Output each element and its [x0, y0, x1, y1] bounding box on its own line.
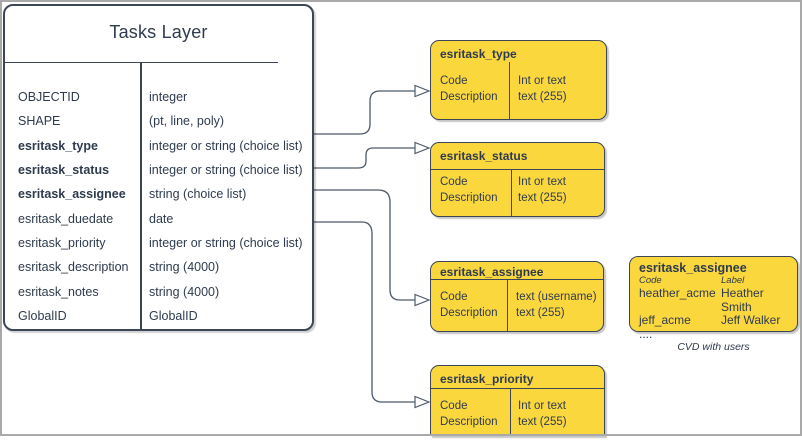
- choice-type-column: Int or text text (255): [518, 73, 567, 105]
- column-divider: [509, 62, 511, 119]
- choice-key-column: Code Description: [440, 174, 498, 206]
- cvd-cell-code: heather_acme: [639, 286, 716, 300]
- title-divider: [5, 62, 278, 63]
- arrowhead-status: [414, 141, 431, 155]
- connector-priority: [314, 221, 415, 403]
- choice-cell: Code: [440, 400, 468, 412]
- field-type: string (choice list): [149, 187, 247, 202]
- cvd-cell-label: [721, 328, 797, 342]
- choice-type-column: Int or text text (255): [518, 398, 567, 430]
- connector-status: [314, 147, 415, 169]
- choice-cell: text (255): [518, 192, 567, 204]
- choice-table-title: esritask_type: [440, 47, 517, 61]
- field-row: esritask_notes string (4000): [5, 279, 312, 303]
- column-divider: [510, 388, 512, 435]
- choice-table-esritask-priority[interactable]: esritask_priority Code Description Int o…: [430, 365, 605, 436]
- choice-cell: text (255): [518, 91, 567, 103]
- cvd-cell-label: Heather Smith: [721, 286, 764, 314]
- field-type: GlobalID: [149, 308, 198, 323]
- choice-key-column: Code Description: [440, 289, 498, 321]
- cvd-table-esritask-assignee[interactable]: esritask_assignee Code Label heather_acm…: [629, 256, 798, 340]
- field-type: integer or string (choice list): [149, 235, 303, 250]
- arrowhead-priority: [414, 395, 431, 409]
- tasks-layer-field-list: OBJECTID integer SHAPE (pt, line, poly) es…: [5, 85, 312, 328]
- field-name: GlobalID: [18, 308, 67, 323]
- choice-type-column: Int or text text (255): [518, 174, 567, 206]
- field-name: esritask_assignee: [18, 187, 126, 202]
- choice-cell: Int or text: [518, 400, 566, 412]
- field-row: GlobalID GlobalID: [5, 304, 312, 328]
- arrowhead-assignee: [414, 293, 431, 307]
- field-row: esritask_priority integer or string (choi…: [5, 231, 312, 255]
- choice-cell: text (username): [516, 291, 597, 303]
- field-type: integer or string (choice list): [149, 138, 303, 153]
- field-name: esritask_notes: [18, 284, 99, 299]
- canvas-border-right: [800, 0, 802, 436]
- cvd-cell-code: ....: [639, 326, 653, 341]
- title-divider: [431, 169, 604, 170]
- field-type: (pt, line, poly): [149, 114, 225, 129]
- field-name: esritask_duedate: [18, 211, 114, 226]
- title-divider: [431, 388, 604, 389]
- canvas-border-left: [0, 0, 2, 436]
- field-row: esritask_description string (4000): [5, 255, 312, 279]
- canvas-border-bottom: [0, 434, 802, 436]
- field-row: esritask_assignee string (choice list): [5, 182, 312, 206]
- field-name: esritask_priority: [18, 235, 106, 250]
- choice-table-title: esritask_status: [440, 149, 528, 163]
- field-row: esritask_type integer or string (choice l…: [5, 134, 312, 158]
- cvd-caption: CVD with users: [677, 341, 750, 353]
- choice-cell: text (255): [518, 416, 567, 428]
- choice-table-esritask-status[interactable]: esritask_status Code Description Int or …: [430, 142, 605, 217]
- field-row: esritask_status integer or string (choice…: [5, 158, 312, 182]
- field-row: esritask_duedate date: [5, 206, 312, 230]
- field-name: esritask_type: [18, 138, 98, 153]
- cvd-cell-code: jeff_acme: [639, 313, 691, 327]
- choice-cell: Description: [440, 307, 498, 319]
- choice-cell: Description: [440, 192, 498, 204]
- tasks-layer-title: Tasks Layer: [109, 21, 208, 42]
- tasks-layer-entity[interactable]: Tasks Layer OBJECTID integer SHAPE (pt, li…: [3, 4, 314, 331]
- arrowhead-type: [414, 84, 431, 98]
- column-divider: [511, 169, 513, 216]
- title-divider: [431, 279, 603, 280]
- choice-cell: Code: [440, 291, 468, 303]
- choice-cell: Int or text: [518, 176, 566, 188]
- connector-type: [314, 90, 415, 135]
- field-name: SHAPE: [18, 114, 61, 129]
- choice-key-column: Code Description: [440, 73, 498, 105]
- field-type: string (4000): [149, 284, 220, 299]
- cvd-cell-label: Jeff Walker: [721, 313, 781, 327]
- choice-cell: Code: [440, 176, 468, 188]
- column-divider: [140, 62, 142, 329]
- canvas-border-top: [0, 0, 802, 2]
- field-row: OBJECTID integer: [5, 85, 312, 109]
- choice-table-title: esritask_priority: [440, 372, 534, 386]
- choice-type-column: text (username) text (255): [516, 289, 597, 321]
- choice-cell: Description: [440, 416, 498, 428]
- choice-cell: Description: [440, 91, 498, 103]
- choice-cell: Int or text: [518, 75, 566, 87]
- field-type: string (4000): [149, 260, 220, 275]
- cvd-table-grid: Code Label heather_acme Heather Smith je…: [639, 275, 797, 341]
- field-type: integer or string (choice list): [149, 163, 303, 178]
- field-name: OBJECTID: [18, 90, 80, 105]
- column-divider: [507, 279, 509, 331]
- choice-table-esritask-assignee[interactable]: esritask_assignee Code Description text …: [430, 261, 604, 332]
- cvd-column-header-code: Code: [639, 275, 662, 286]
- field-name: esritask_status: [18, 163, 110, 178]
- connector-assignee: [314, 189, 415, 301]
- cvd-column-header-label: Label: [721, 275, 745, 286]
- field-type: date: [149, 211, 174, 226]
- choice-table-title: esritask_assignee: [440, 265, 544, 279]
- field-row: SHAPE (pt, line, poly): [5, 109, 312, 133]
- choice-cell: text (255): [516, 307, 565, 319]
- field-type: integer: [149, 90, 188, 105]
- choice-cell: Code: [440, 75, 468, 87]
- field-name: esritask_description: [18, 260, 129, 275]
- choice-table-esritask-type[interactable]: esritask_type Code Description Int or te…: [430, 40, 607, 120]
- choice-key-column: Code Description: [440, 398, 498, 430]
- cvd-table-title: esritask_assignee: [639, 261, 747, 275]
